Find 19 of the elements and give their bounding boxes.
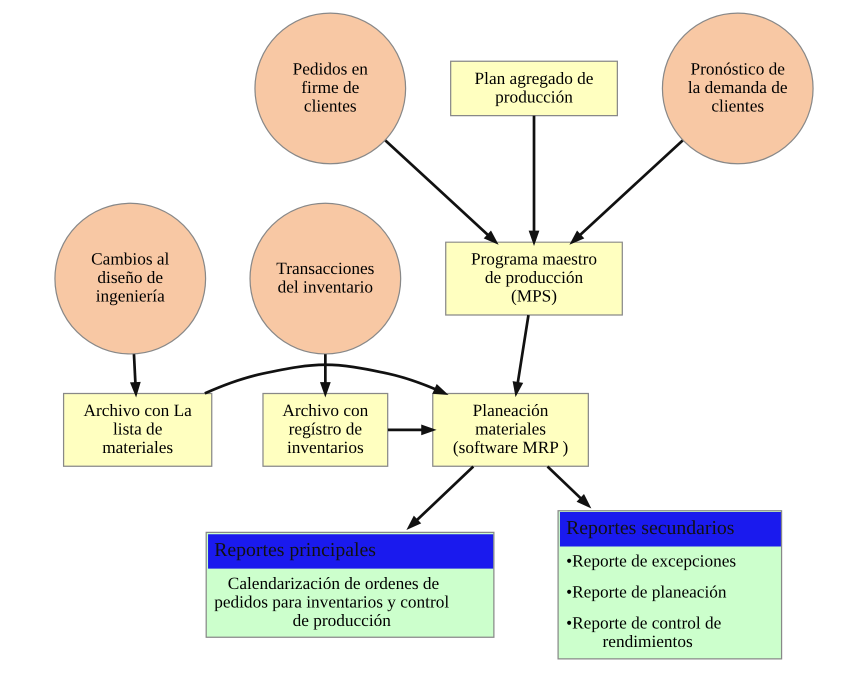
- arrow: [319, 354, 330, 398]
- arrow: [406, 465, 474, 530]
- arrow: [528, 116, 539, 246]
- arrow: [129, 354, 140, 398]
- arrow: [512, 314, 530, 398]
- arrow: [204, 363, 448, 396]
- node-box: Planeación materiales (software MRP ): [432, 392, 588, 467]
- arrow: [546, 465, 591, 508]
- node-circle: Pedidos en firme de clientes: [254, 12, 406, 164]
- node-circle: Transacciones del inventario: [248, 202, 401, 355]
- node-circle: Cambios al diseño de ingeniería: [54, 202, 206, 355]
- arrow: [568, 139, 684, 245]
- node-box: Archivo con La lista de materiales: [62, 392, 212, 467]
- node-box: Plan agregado de producción: [450, 60, 618, 116]
- arrow: [387, 424, 436, 436]
- node-circle: Pronóstico de la demanda de clientes: [661, 12, 814, 164]
- node-box: Archivo con regístro de inventarios: [262, 392, 388, 467]
- arrow: [384, 139, 498, 245]
- node-box: Programa maestro de producción (MPS): [444, 242, 622, 316]
